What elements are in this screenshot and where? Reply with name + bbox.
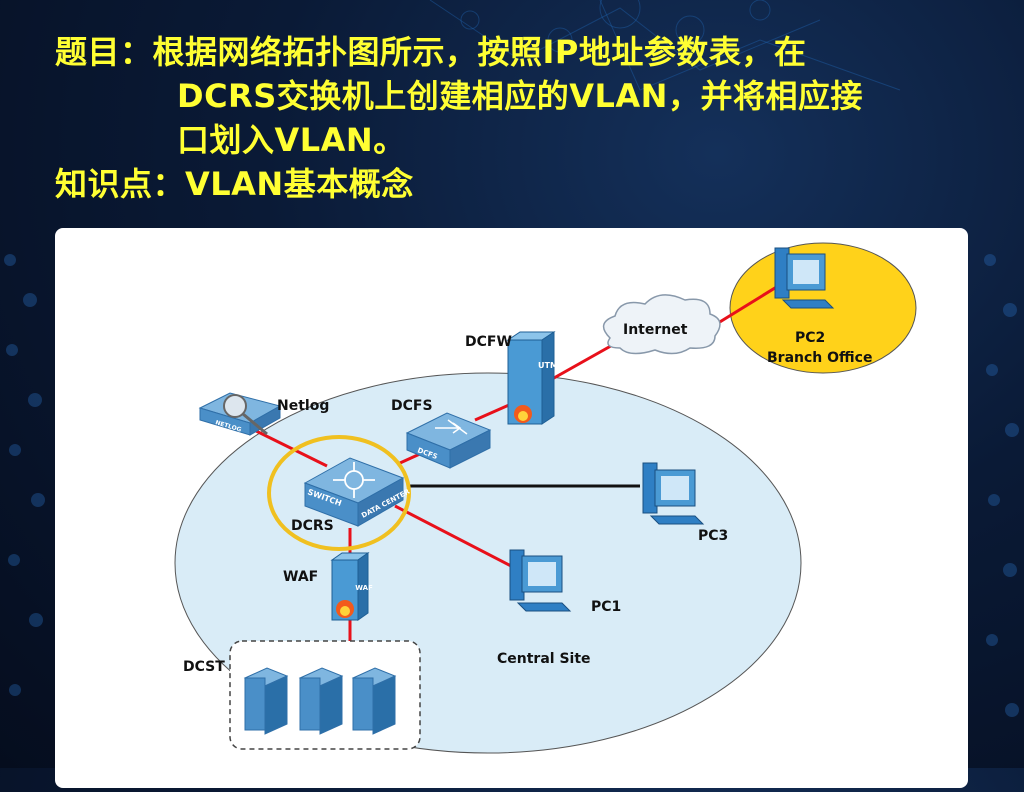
- pc1-computer-icon: [509, 549, 572, 612]
- pc3-computer-icon: [642, 462, 705, 525]
- waf-tag: WAF: [355, 584, 373, 592]
- title-line-3: 口划入VLAN。: [177, 121, 406, 159]
- utm-tag: UTM: [538, 361, 558, 370]
- server-icon: [298, 667, 344, 735]
- dcrs-label: DCRS: [291, 518, 334, 534]
- title-line-2: DCRS交换机上创建相应的VLAN，并将相应接: [177, 77, 863, 115]
- slide-title: 题目：根据网络拓扑图所示，按照IP地址参数表，在 DCRS交换机上创建相应的VL…: [55, 30, 995, 206]
- central-site-label: Central Site: [497, 651, 591, 667]
- title-line-1: 题目：根据网络拓扑图所示，按照IP地址参数表，在: [55, 33, 807, 71]
- dcfw-label: DCFW: [465, 334, 512, 350]
- link-netlog-dcrs: [249, 426, 328, 468]
- dcfs-label: DCFS: [391, 398, 433, 414]
- internet-label: Internet: [623, 322, 688, 338]
- server-icon: [243, 667, 289, 735]
- waf-device-icon: WAF: [330, 552, 373, 621]
- link-internet-pc2: [709, 281, 784, 330]
- waf-label: WAF: [283, 569, 319, 585]
- netlog-device-icon: NETLOG: [198, 392, 282, 436]
- netlog-label: Netlog: [277, 398, 330, 414]
- dcrs-switch-icon: SWITCH DATA CENTER: [303, 457, 412, 527]
- pc2-computer-icon: [774, 247, 835, 309]
- server-icon: [351, 667, 397, 735]
- pc1-label: PC1: [591, 599, 622, 615]
- knowledge-point: 知识点：VLAN基本概念: [55, 165, 414, 203]
- pc2-label: PC2: [795, 330, 826, 346]
- branch-office-label: Branch Office: [767, 350, 873, 366]
- dcrs-highlight-ring: [267, 435, 411, 551]
- dcst-server-icons: [243, 667, 397, 735]
- internet-cloud-icon: [602, 294, 721, 355]
- network-topology-diagram: UTM NETLOG DCFS: [174, 242, 917, 754]
- dcfw-firewall-icon: UTM: [506, 331, 558, 425]
- pc3-label: PC3: [698, 528, 729, 544]
- dcfs-device-icon: DCFS: [405, 412, 492, 469]
- link-dcrs-pc1: [394, 504, 516, 570]
- topology-panel: UTM NETLOG DCFS: [55, 228, 968, 788]
- dcst-label: DCST: [183, 659, 225, 675]
